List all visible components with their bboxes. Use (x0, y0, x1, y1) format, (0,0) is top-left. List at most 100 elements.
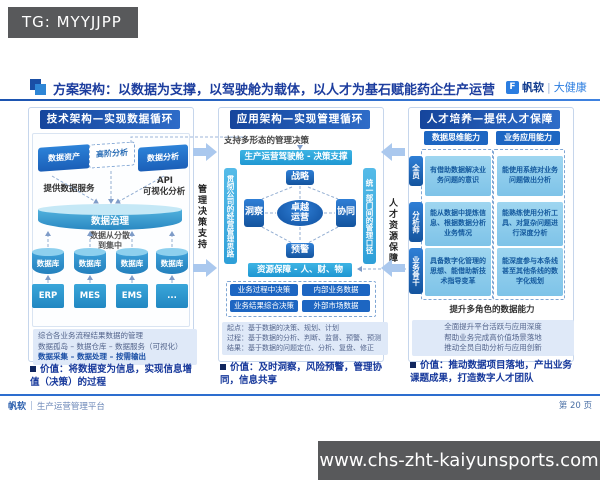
app-box-erp: ERP (32, 284, 64, 308)
col1-value: 价值：将数据变为信息，实现信息增值（决策）的过程 (30, 364, 194, 390)
cell-r1c1: 有借助数据解决业务问题的意识 (425, 156, 491, 196)
col3-header: 人才培养—提供人才保障 (420, 110, 560, 129)
footer-brand: 帆软 (8, 402, 27, 412)
footer-page-number: 第 20 页 (558, 401, 592, 411)
resource-box: 资源保障 - 人、财、物 (248, 263, 352, 277)
brand-sub: 大健康 (553, 81, 587, 94)
col3-info-box: 全面提升平台活跃与应用深度 帮助业务完成高价值场景落地 推动全员自助分析与应用创… (412, 320, 574, 356)
cell-r3c1: 具备数字化管理的思想、能借助新技术指导变革 (425, 248, 491, 296)
col1-info-line1: 综合各业务流程结果数据的管理 (38, 331, 143, 340)
col3-value-text: 推动数据项目落地，产出业务课题成果，打造数字人才团队 (410, 360, 573, 384)
brand-lockup: F 帆软 | 大健康 (506, 79, 587, 95)
arrow-left-top-icon (381, 143, 405, 161)
col3-caption: 提升多角色的数据能力 (449, 305, 535, 315)
grid-box-4: 外部市场数据 (302, 300, 370, 312)
label-visual-analysis: 可视化分析 (142, 187, 186, 197)
arrow-right-top-icon (193, 143, 217, 161)
connector-left-label: 管理决策支持 (196, 184, 206, 250)
db-cylinder-2: 数据库 (74, 248, 106, 274)
title-underline (0, 99, 600, 101)
label-api: API (157, 176, 173, 186)
bullet-square-icon (410, 362, 416, 368)
node-synergy: 协同 (336, 199, 356, 227)
role-analyst: 分析师 (409, 202, 423, 242)
fanruan-logo-icon: F (506, 80, 519, 94)
grid-box-2: 内部业务数据 (302, 284, 370, 296)
col2-info-line3: 结果：基于数据的问题定位、分析、复盘、修正 (227, 343, 374, 352)
col1-info-line3: 数据采集 – 数据处理 – 按需输出 (38, 352, 146, 361)
footer-divider-line (0, 394, 600, 396)
connector-right-label: 人才资源保障 (387, 198, 397, 264)
app-box-mes: MES (74, 284, 106, 308)
col3-value-label: 价值： (420, 360, 449, 371)
col2-right-bar: 统一部门间的管理口径 (363, 168, 376, 264)
grid-box-1: 业务过程中决策 (230, 284, 298, 296)
col2-info-line1: 起点：基于数据的决策、规划、计划 (227, 324, 339, 332)
col3-value: 价值：推动数据项目落地，产出业务课题成果，打造数字人才团队 (410, 360, 578, 386)
col2-dashed-container (226, 281, 376, 317)
role-everyone: 全员 (409, 156, 423, 186)
governance-cylinder: 数据治理 (38, 204, 182, 230)
cell-r3c2: 能深度参与本条线甚至其他条线的数字化规划 (497, 248, 563, 296)
footer-platform: 生产运营管理平台 (36, 401, 105, 412)
col1-value-text: 将数据变为信息，实现信息增值（决策）的过程 (30, 364, 193, 388)
col1-value-label: 价值： (40, 364, 69, 375)
col2-left-bar: 贯彻公司的经营管理思路 (224, 168, 237, 264)
label-data-service: 提供数据服务 (43, 184, 95, 194)
governance-label: 数据治理 (90, 216, 129, 227)
footer-brand-lockup: 帆软 | 生产运营管理平台 (8, 399, 105, 413)
cockpit-box: 生产运营驾驶舱 - 决策支撑 (240, 150, 352, 165)
role-backbone: 业务骨干 (409, 248, 423, 294)
db-cylinder-4: 数据库 (156, 248, 188, 274)
col2-value-label: 价值： (230, 362, 259, 373)
db-label-2: 数据库 (78, 259, 102, 268)
center-line2: 运营 (290, 213, 309, 223)
footer-brand-divider: | (30, 400, 33, 411)
node-insight: 洞察 (244, 199, 264, 227)
db-label-4: 数据库 (160, 259, 184, 268)
tg-watermark-badge: TG: MYYJJPP (8, 7, 138, 38)
node-alert: 预警 (286, 243, 314, 258)
brand-divider: | (547, 80, 551, 94)
col3-head-data-thinking: 数据思维能力 (424, 131, 488, 145)
col1-info-box: 综合各业务流程结果数据的管理 数据孤岛 – 数据仓库 – 数据服务（可视化） 数… (33, 329, 197, 365)
col1-info-line2: 数据孤岛 – 数据仓库 – 数据服务（可视化） (38, 341, 183, 351)
brand-name: 帆软 (522, 81, 544, 94)
db-label-3: 数据库 (120, 259, 144, 268)
page-title: 方案架构：以数据为支撑，以驾驶舱为载体，以人才为基石赋能药企生产运营 (53, 83, 496, 98)
cell-r1c2: 能使用系统对业务问题做出分析 (497, 156, 563, 196)
arrow-right-bottom-icon (193, 259, 217, 277)
title-bullet-square-front-icon (35, 84, 46, 95)
db-cylinder-1: 数据库 (32, 248, 64, 274)
app-box-ems: EMS (116, 284, 148, 308)
col2-top-note: 支持多形态的管理决策 (224, 136, 310, 146)
scatter-note-line1: 数据从分散 (90, 231, 130, 240)
grid-box-3: 业务结果综合决策 (230, 300, 298, 312)
col1-header: 技术架构—实现数据循环 (40, 110, 180, 129)
node-strategy: 战略 (286, 170, 314, 185)
governance-cylinder-top (38, 204, 182, 215)
bullet-square-icon (30, 366, 36, 372)
node-excellence-center: 卓越 运营 (277, 200, 323, 226)
center-line1: 卓越 (290, 202, 309, 213)
col3-head-biz-apply: 业务应用能力 (496, 131, 560, 145)
col3-info-line1: 全面提升平台活跃与应用深度 (444, 322, 542, 331)
db-cylinder-3: 数据库 (116, 248, 148, 274)
cell-r2c2: 能熟练使用分析工具、对复杂问题进行深度分析 (497, 202, 563, 246)
col2-value: 价值：及时洞察，风险预警，管理协同，信息共享 (220, 362, 384, 388)
bullet-square-icon (220, 364, 226, 370)
url-watermark: www.chs-zht-kaiyunsports.com (318, 441, 600, 480)
col3-info-line2: 帮助业务完成高价值场景落地 (444, 332, 542, 342)
cell-r2c1: 能从数据中提炼信息、根据数据分析业务情况 (425, 202, 491, 246)
col2-info-box: 起点：基于数据的决策、规划、计划 过程：基于数据的分析、判断、监督、预警、预测 … (222, 322, 388, 356)
col3-dashed-right (493, 149, 565, 300)
col2-header: 应用架构—实现管理循环 (230, 110, 370, 129)
db-label-1: 数据库 (36, 259, 60, 268)
flag-data-asset: 数据资产 (38, 144, 90, 172)
flag-advanced-analysis: 高阶分析 (89, 141, 135, 169)
app-box-more: ... (156, 284, 188, 308)
flag-data-analysis: 数据分析 (138, 144, 188, 172)
col2-value-text: 及时洞察，风险预警，管理协同，信息共享 (220, 362, 383, 386)
col3-info-line3: 推动全员自助分析与应用创新 (444, 343, 542, 352)
